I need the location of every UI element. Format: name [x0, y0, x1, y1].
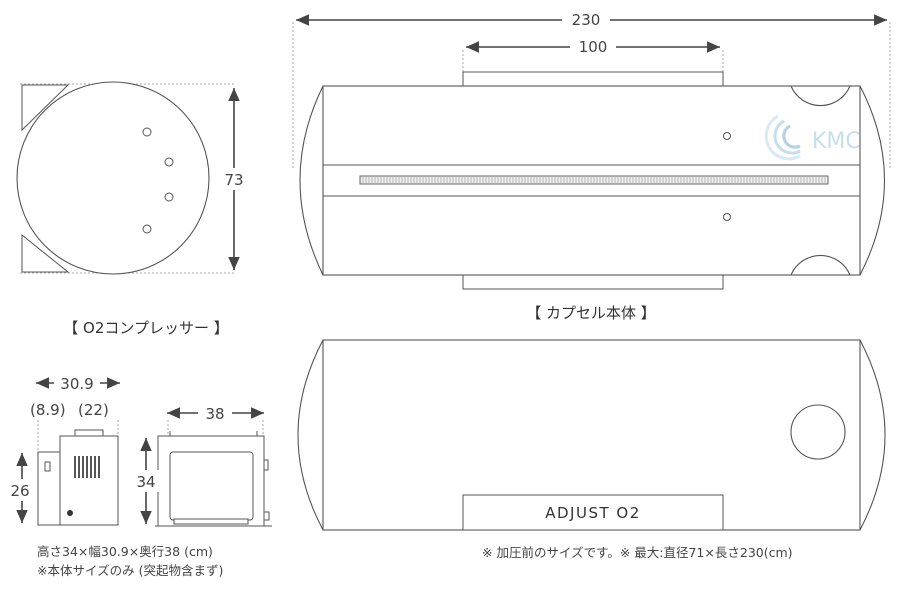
length-dimension-label: 230: [572, 11, 601, 29]
front-split-left-label: (8.9): [30, 401, 66, 419]
svg-text:KMC: KMC: [812, 129, 861, 154]
slit-width-dimension-label: 100: [579, 38, 608, 56]
compressor-label: 【 O2コンプレッサー 】: [63, 319, 228, 337]
compressor-size-note: 高さ34×幅30.9×奥行38 (cm): [37, 544, 213, 559]
compressor-side-view: 38 34: [132, 403, 272, 527]
capsule-label: 【 カプセル本体 】: [526, 304, 656, 322]
compressor-size-sub-note: ※本体サイズのみ (突起物含まず): [37, 563, 223, 578]
height-dimension-label: 26: [10, 482, 29, 500]
window-circle: [790, 404, 846, 460]
side-height-dimension-label: 34: [136, 473, 155, 491]
capsule-top-view: 230 100 KMC: [292, 10, 891, 290]
capsule-end-view: 73: [16, 81, 248, 275]
kmc-logo: KMC: [764, 114, 861, 161]
side-width-dimension-label: 38: [205, 405, 224, 423]
front-split-right-label: (22): [78, 401, 109, 419]
width-dimension-label: 30.9: [60, 375, 93, 393]
diameter-dimension-label: 73: [224, 171, 243, 189]
adjust-o2-panel: [462, 494, 724, 531]
capsule-side-view: ADJUST O2: [297, 339, 886, 531]
compressor-front-view: 30.9 (8.9) (22) 26: [8, 373, 120, 526]
adjust-o2-label: ADJUST O2: [545, 504, 641, 522]
footer-note: ※ 加圧前のサイズです。※ 最大:直径71×長さ230(cm): [482, 545, 793, 560]
